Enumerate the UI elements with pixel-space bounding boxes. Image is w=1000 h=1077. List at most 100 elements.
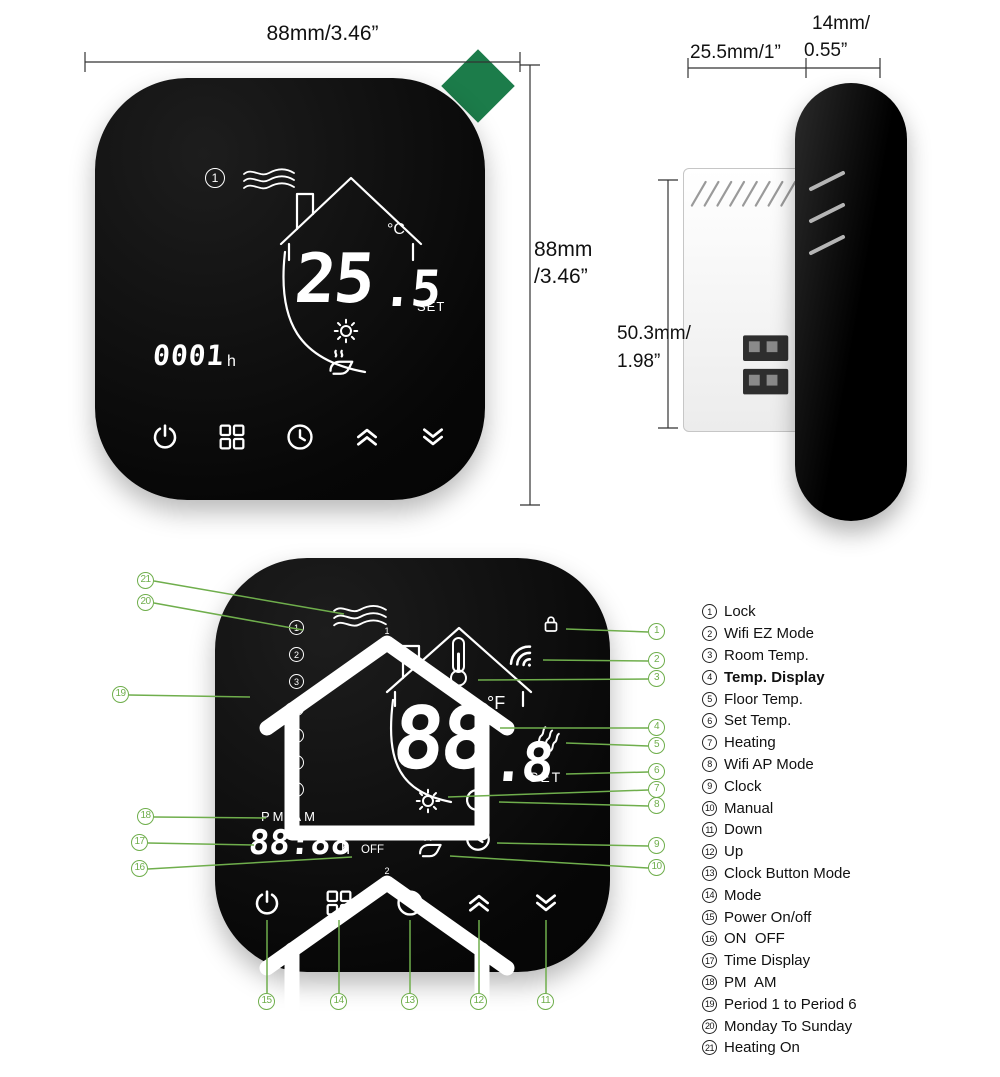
legend-item-label: Room Temp.	[724, 646, 809, 664]
set-label: SET	[529, 769, 563, 785]
legend-item: 19 Period 1 to Period 6	[702, 993, 998, 1015]
legend-item-label: Manual	[724, 799, 774, 817]
callout-18: 18	[137, 808, 154, 825]
callout-21: 21	[137, 572, 154, 589]
side-vent-marks-icon	[805, 163, 849, 263]
legend-item-number: 1	[702, 604, 717, 620]
up-icon[interactable]	[351, 421, 383, 453]
period-house-icon: 1	[237, 618, 537, 858]
legend-item-number: 6	[702, 713, 717, 729]
callout-2: 2	[648, 652, 665, 669]
legend-item: 1 Lock	[702, 601, 998, 623]
callout-9: 9	[648, 837, 665, 854]
dim-front-height: 88mm /3.46”	[534, 236, 592, 290]
legend-item-label: Temp. Display	[724, 668, 825, 686]
legend-item-number: 10	[702, 800, 717, 816]
legend-item-label: Lock	[724, 603, 756, 621]
mode-icon[interactable]	[216, 421, 248, 453]
callout-14: 14	[330, 993, 347, 1010]
dim-side-body-line2: 1.98”	[617, 351, 661, 372]
legend-item-number: 2	[702, 626, 717, 642]
legend-item: 16 ON OFF	[702, 928, 998, 950]
legend-item-number: 7	[702, 735, 717, 751]
hand-heating-icon	[323, 346, 359, 382]
callout-5: 5	[648, 737, 665, 754]
legend-item-label: Mode	[724, 886, 762, 904]
time-unit: h	[341, 841, 350, 858]
weekday-circle: 4	[289, 701, 304, 716]
legend-item-number: 5	[702, 691, 717, 707]
legend-item-label: ON OFF	[724, 930, 785, 948]
legend-item-label: PM AM	[724, 973, 777, 991]
clock-icon[interactable]	[394, 887, 426, 919]
side-back-box	[683, 168, 805, 432]
period-icons-column: 1 2 3 4 5 6	[237, 618, 537, 1077]
temp-unit: °C	[387, 221, 405, 238]
callout-16: 16	[131, 860, 148, 877]
dim-side-lip: 14mm/ 0.55”	[804, 10, 871, 64]
house-icon	[263, 164, 435, 382]
legend-item-label: Wifi AP Mode	[724, 755, 814, 773]
callout-3: 3	[648, 670, 665, 687]
legend-item-label: Clock Button Mode	[724, 864, 851, 882]
dim-front-height-line1: 88mm	[534, 238, 593, 261]
weekday-circle: 2	[289, 647, 304, 662]
hours-counter: 0001	[151, 339, 226, 372]
legend-item-number: 8	[702, 756, 717, 772]
legend-item-number: 14	[702, 887, 717, 903]
down-icon[interactable]	[417, 421, 449, 453]
callout-4: 4	[648, 719, 665, 736]
legend-item-number: 9	[702, 778, 717, 794]
down-icon[interactable]	[530, 887, 562, 919]
thermostat-diagram-view: °F 88 .8 SET PM AM 88:88 h ON OFF 1 2 3 …	[215, 558, 610, 972]
legend-item-label: Set Temp.	[724, 712, 792, 730]
legend-item: 10 Manual	[702, 797, 998, 819]
legend-item-number: 4	[702, 669, 717, 685]
dim-side-body-line1: 50.3mm/	[617, 323, 691, 344]
legend-item: 11 Down	[702, 819, 998, 841]
legend-item: 20 Monday To Sunday	[702, 1015, 998, 1037]
legend-item-number: 13	[702, 865, 717, 881]
period-number: 2	[384, 866, 390, 876]
legend-item: 18 PM AM	[702, 972, 998, 994]
callout-13: 13	[401, 993, 418, 1010]
callout-1: 1	[648, 623, 665, 640]
weekday-circle: 3	[289, 674, 304, 689]
legend-item-number: 18	[702, 974, 717, 990]
thermostat-front-view: 1 °C 25 .5 SET 0001 h	[95, 78, 485, 500]
dim-side-body: 50.3mm/ 1.98”	[617, 320, 691, 376]
legend-item-label: Time Display	[724, 952, 811, 970]
off-label: OFF	[361, 844, 384, 856]
power-icon[interactable]	[149, 421, 181, 453]
legend: 1 Lock 2 Wifi EZ Mode 3 Room Temp. 4 Tem…	[702, 601, 998, 1059]
callout-17: 17	[131, 834, 148, 851]
legend-item: 5 Floor Temp.	[702, 688, 998, 710]
callout-15: 15	[258, 993, 275, 1010]
legend-item-label: Monday To Sunday	[724, 1017, 853, 1035]
legend-item: 13 Clock Button Mode	[702, 863, 998, 885]
callout-10: 10	[648, 859, 665, 876]
callout-20: 20	[137, 594, 154, 611]
legend-item: 2 Wifi EZ Mode	[702, 623, 998, 645]
dim-side-lip-line1: 14mm/	[812, 13, 871, 34]
temp-unit: °F	[487, 693, 506, 713]
clock-icon[interactable]	[284, 421, 316, 453]
legend-item: 9 Clock	[702, 775, 998, 797]
power-icon[interactable]	[251, 887, 283, 919]
terminal-blocks	[743, 335, 789, 395]
up-icon[interactable]	[463, 887, 495, 919]
legend-item: 17 Time Display	[702, 950, 998, 972]
legend-item-number: 21	[702, 1040, 717, 1056]
mode-icon[interactable]	[323, 887, 355, 919]
legend-item-number: 12	[702, 844, 717, 860]
side-front-panel	[795, 83, 907, 521]
period-number: 1	[384, 626, 390, 636]
callout-12: 12	[470, 993, 487, 1010]
legend-item-label: Period 1 to Period 6	[724, 995, 857, 1013]
dim-front-height-line2: /3.46”	[534, 265, 588, 288]
legend-item: 4 Temp. Display	[702, 666, 998, 688]
sun-icon	[331, 316, 361, 346]
legend-item-label: Down	[724, 821, 763, 839]
legend-item: 14 Mode	[702, 884, 998, 906]
